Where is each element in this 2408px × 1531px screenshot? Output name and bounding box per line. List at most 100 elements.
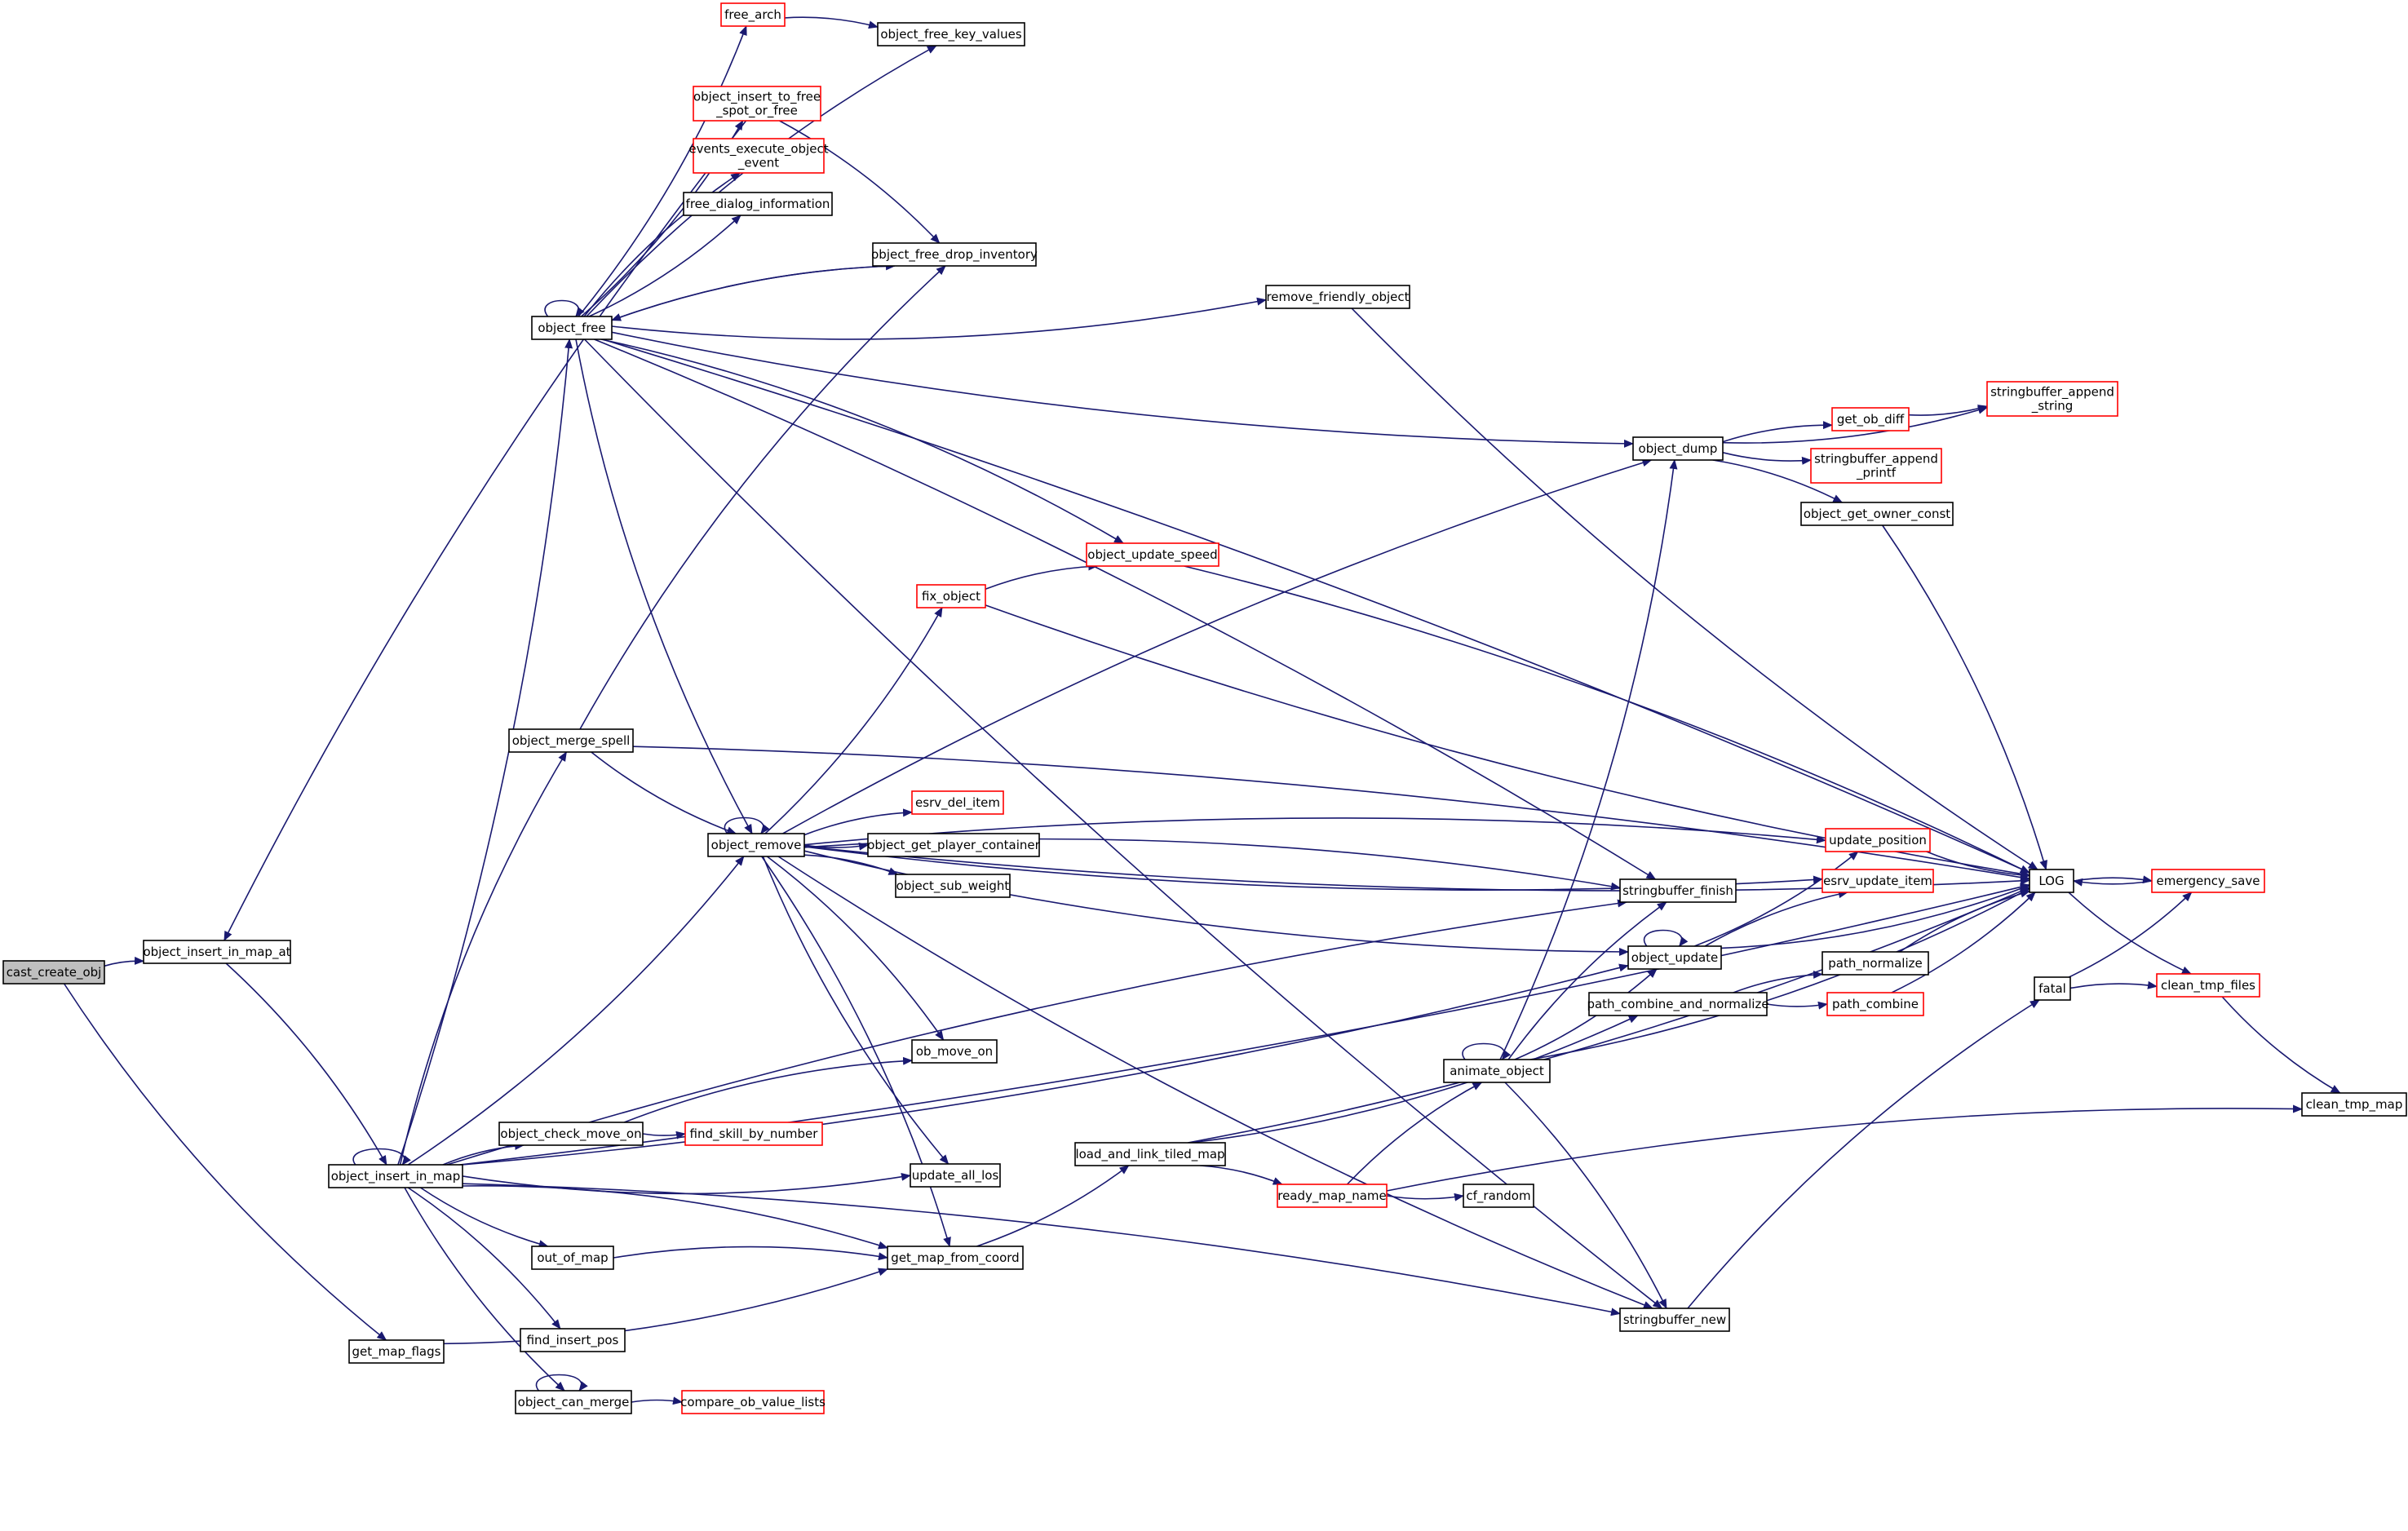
node-update-position[interactable]: update_position <box>1825 828 1931 852</box>
node-free-dialog-information[interactable]: free_dialog_information <box>683 192 833 216</box>
node-label: ob_move_on <box>916 1044 993 1060</box>
edge-update_position-to-LOG <box>1926 851 2030 879</box>
edge-animate_object-to-stringbuffer_new <box>1504 1082 1667 1309</box>
edge-object_update_speed-to-LOG <box>1184 565 2030 874</box>
edge-object_remove-to-object_update <box>803 850 1629 956</box>
node-ready-map-name[interactable]: ready_map_name <box>1277 1184 1388 1208</box>
node-get-ob-diff[interactable]: get_ob_diff <box>1831 407 1910 431</box>
node-object-free-drop-inventory[interactable]: object_free_drop_inventory <box>871 242 1038 267</box>
node-esrv-del-item[interactable]: esrv_del_item <box>911 790 1004 815</box>
node-label: object_can_merge <box>518 1395 630 1410</box>
node-cast-create-obj[interactable]: cast_create_obj <box>2 960 105 985</box>
node-update-all-los[interactable]: update_all_los <box>910 1163 1001 1188</box>
edge-object_dump-to-object_get_owner_const <box>1712 459 1844 503</box>
node-find-insert-pos[interactable]: find_insert_pos <box>520 1328 626 1352</box>
edge-object_free-to-object_dump <box>611 331 1634 448</box>
node-clean-tmp-files[interactable]: clean_tmp_files <box>2156 973 2260 998</box>
node-stringbuffer-new[interactable]: stringbuffer_new <box>1619 1308 1730 1332</box>
edge-object_check_move_on-to-ob_move_on <box>623 1056 913 1123</box>
node-path-normalize[interactable]: path_normalize <box>1821 951 1929 976</box>
edge-object_free-to-object_free <box>544 299 585 317</box>
node-object-can-merge[interactable]: object_can_merge <box>515 1390 632 1414</box>
node-fatal[interactable]: fatal <box>2034 976 2071 1001</box>
node-object-get-owner-const[interactable]: object_get_owner_const <box>1800 502 1954 526</box>
node-label: cast_create_obj <box>7 965 102 980</box>
node-events-execute-object-event[interactable]: events_execute_object_event <box>688 138 829 174</box>
edge-ready_map_name-to-clean_tmp_map <box>1386 1104 2303 1192</box>
node-out-of-map[interactable]: out_of_map <box>531 1246 614 1270</box>
node-stringbuffer-append-string[interactable]: stringbuffer_append_string <box>1986 381 2118 417</box>
edge-object_remove-to-object_remove <box>724 816 770 834</box>
edge-object_merge_spell-to-object_remove <box>591 751 737 834</box>
node-label: stringbuffer_append <box>1814 452 1938 467</box>
node-label: object_remove <box>711 838 802 853</box>
nodes-layer: cast_create_objobject_insert_in_map_atge… <box>2 2 2407 1414</box>
node-remove-friendly-object[interactable]: remove_friendly_object <box>1265 285 1410 309</box>
node-box <box>143 940 291 964</box>
edge-LOG-to-clean_tmp_files <box>2068 892 2192 975</box>
edge-object_insert_to_free_spot_or_free-to-object_insert_in_map_at <box>224 120 747 941</box>
node-path-combine-and-normalize[interactable]: path_combine_and_normalize <box>1587 992 1769 1016</box>
node-emergency-save[interactable]: emergency_save <box>2151 869 2265 893</box>
edge-fatal-to-emergency_save <box>2068 892 2193 978</box>
node-clean-tmp-map[interactable]: clean_tmp_map <box>2301 1092 2407 1117</box>
node-object-sub-weight[interactable]: object_sub_weight <box>895 874 1011 898</box>
node-ob-move-on[interactable]: ob_move_on <box>911 1039 998 1064</box>
edge-fatal-to-clean_tmp_files <box>2069 980 2158 989</box>
node-fix-object[interactable]: fix_object <box>916 584 986 608</box>
node-object-insert-to-free-spot-or-free[interactable]: object_insert_to_free_spot_or_free <box>693 86 821 122</box>
node-box <box>707 833 805 857</box>
edge-path_combine_and_normalize-to-path_combine <box>1766 1001 1828 1010</box>
node-box <box>1632 436 1724 461</box>
node-label: object_sub_weight <box>896 878 1010 894</box>
node-box <box>1463 1184 1534 1208</box>
node-box <box>1800 502 1954 526</box>
node-label: find_skill_by_number <box>690 1126 819 1142</box>
node-object-free[interactable]: object_free <box>531 316 613 340</box>
node-object-free-key-values[interactable]: object_free_key_values <box>877 22 1025 46</box>
edge-object_get_owner_const-to-LOG <box>1882 524 2048 870</box>
node-object-remove[interactable]: object_remove <box>707 833 805 857</box>
node-free-arch[interactable]: free_arch <box>720 2 786 27</box>
edge-animate_object-to-animate_object <box>1462 1042 1512 1060</box>
edge-path_normalize-to-LOG <box>1899 889 2030 953</box>
edge-emergency_save-to-LOG <box>2073 878 2153 887</box>
edge-object_free-to-object_remove <box>575 339 753 834</box>
node-stringbuffer-finish[interactable]: stringbuffer_finish <box>1619 878 1737 903</box>
node-animate-object[interactable]: animate_object <box>1443 1059 1551 1083</box>
edge-path_combine-to-LOG <box>1891 892 2036 993</box>
node-box <box>1265 285 1410 309</box>
node-box <box>1986 381 2118 417</box>
node-object-get-player-container[interactable]: object_get_player_container <box>867 833 1041 857</box>
node-path-combine[interactable]: path_combine <box>1826 992 1924 1016</box>
node-get-map-flags[interactable]: get_map_flags <box>348 1339 445 1364</box>
node-object-merge-spell[interactable]: object_merge_spell <box>508 728 634 753</box>
node-object-insert-in-map-at[interactable]: object_insert_in_map_at <box>143 940 291 964</box>
node-box <box>1826 992 1924 1016</box>
node-label: stringbuffer_new <box>1623 1312 1726 1328</box>
node-cf-random[interactable]: cf_random <box>1463 1184 1534 1208</box>
node-object-dump[interactable]: object_dump <box>1632 436 1724 461</box>
node-find-skill-by-number[interactable]: find_skill_by_number <box>684 1122 823 1146</box>
node-box <box>2151 869 2265 893</box>
node-object-update[interactable]: object_update <box>1627 945 1722 970</box>
node-label: animate_object <box>1450 1064 1544 1079</box>
node-stringbuffer-append-printf[interactable]: stringbuffer_append_printf <box>1810 448 1942 484</box>
node-label: esrv_del_item <box>915 795 1000 811</box>
node-compare-ob-value-lists[interactable]: compare_ob_value_lists <box>680 1390 826 1414</box>
node-box <box>872 242 1037 267</box>
node-label: object_free_drop_inventory <box>871 247 1038 263</box>
edge-path_combine_and_normalize-to-path_normalize <box>1733 970 1823 993</box>
node-LOG[interactable]: LOG <box>2029 869 2074 893</box>
node-esrv-update-item[interactable]: esrv_update_item <box>1821 869 1934 893</box>
node-get-map-from-coord[interactable]: get_map_from_coord <box>887 1246 1024 1270</box>
node-object-update-speed[interactable]: object_update_speed <box>1086 542 1219 567</box>
edge-object_remove-to-esrv_del_item <box>803 808 913 836</box>
node-load-and-link-tiled-map[interactable]: load_and_link_tiled_map <box>1074 1142 1226 1166</box>
node-object-insert-in-map[interactable]: object_insert_in_map <box>328 1164 463 1188</box>
node-label: remove_friendly_object <box>1266 290 1409 305</box>
node-box <box>2156 973 2260 998</box>
edge-object_merge_spell-to-LOG <box>632 746 2030 882</box>
node-label: get_map_flags <box>352 1344 441 1360</box>
node-object-check-move-on[interactable]: object_check_move_on <box>498 1122 644 1146</box>
